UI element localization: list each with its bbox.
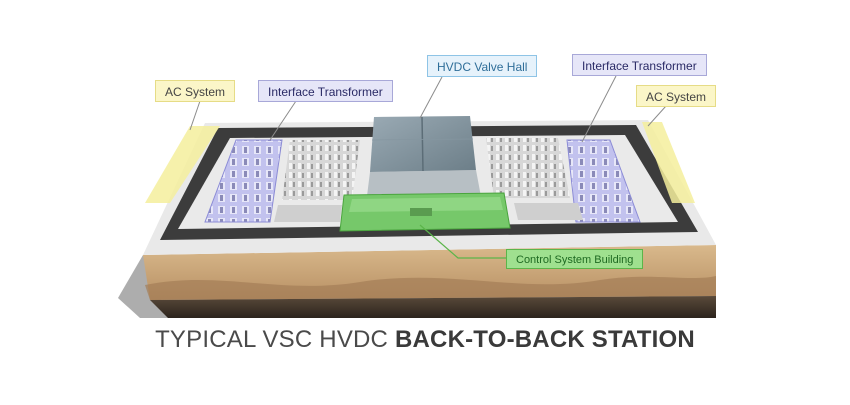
soil-wave	[145, 276, 716, 300]
control-building-roof-detail	[349, 197, 503, 212]
leader-it-left	[269, 100, 297, 141]
leader-valve-hall	[419, 76, 443, 119]
caption-regular: TYPICAL VSC HVDC	[155, 326, 395, 353]
leader-control	[419, 224, 506, 259]
leader-ac-right	[647, 105, 667, 127]
label-ac-system-right: AC System	[636, 85, 717, 107]
equipment-yard-right	[486, 138, 570, 198]
leader-ac-left	[189, 100, 201, 131]
label-control-system-building: Control System Building	[506, 249, 644, 269]
leader-it-right	[581, 75, 617, 143]
yard-strip-right	[514, 203, 583, 220]
transformer-zone-left	[204, 139, 283, 223]
label-hvdc-valve-hall: HVDC Valve Hall	[427, 55, 538, 77]
label-interface-transformer-right: Interface Transformer	[572, 54, 707, 76]
rock-layer	[150, 296, 716, 318]
yard-strip-left	[274, 205, 342, 222]
diagram-caption: TYPICAL VSC HVDC BACK-TO-BACK STATION	[0, 326, 850, 354]
transformer-zone-right	[566, 139, 641, 223]
label-interface-transformer-left: Interface Transformer	[258, 80, 393, 102]
equipment-yard-left	[282, 140, 360, 200]
ac-zone-left	[145, 126, 220, 203]
ac-zone-right	[642, 122, 695, 203]
caption-bold: BACK-TO-BACK STATION	[394, 326, 695, 353]
label-ac-system-left: AC System	[155, 80, 236, 102]
